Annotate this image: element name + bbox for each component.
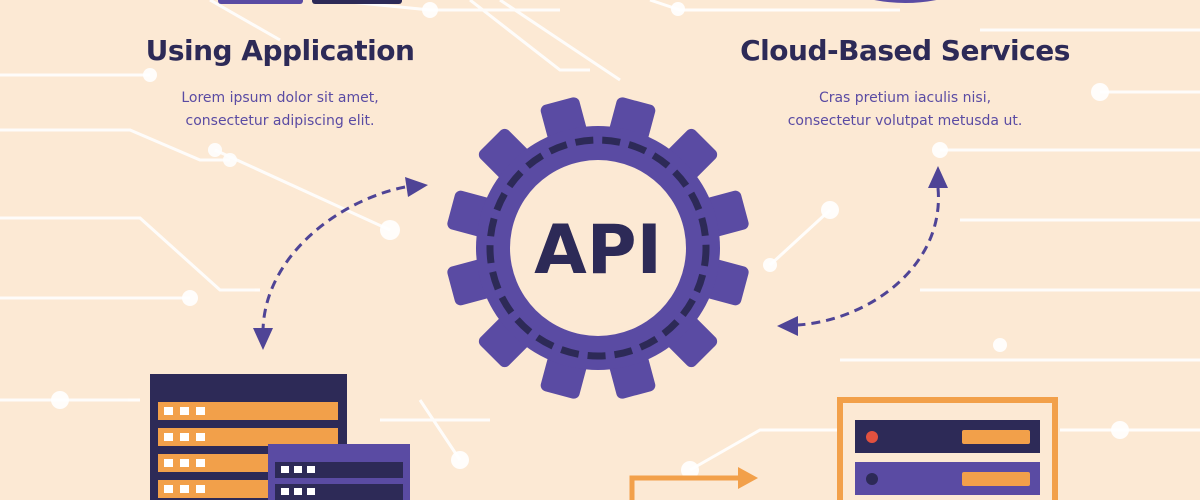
api-label: API — [534, 211, 662, 290]
dashed-double-arrow-left — [253, 177, 428, 350]
server-rack-icon — [629, 397, 1058, 500]
description-line: Cras pretium iaculis nisi, — [818, 90, 992, 106]
node-description-cloud-based-services: Cras pretium iaculis nisi, consectetur v… — [730, 87, 1080, 133]
circuit-nodes — [51, 2, 1129, 479]
node-title-using-application: Using Application — [145, 34, 415, 67]
device-icon-top-left — [218, 0, 402, 4]
server-stack-icon — [150, 374, 410, 500]
cloud-icon-top-right — [874, 0, 937, 3]
node-title-cloud-based-services: Cloud-Based Services — [740, 34, 1070, 67]
circuit-background — [0, 0, 1200, 472]
dashed-double-arrow-right — [777, 166, 948, 336]
node-description-using-application: Lorem ipsum dolor sit amet, consectetur … — [130, 87, 430, 133]
description-line: Lorem ipsum dolor sit amet, — [181, 90, 379, 106]
description-line: consectetur adipiscing elit. — [185, 113, 375, 129]
description-line: consectetur volutpat metusda ut. — [787, 113, 1023, 129]
api-gear-icon: API — [447, 97, 749, 399]
